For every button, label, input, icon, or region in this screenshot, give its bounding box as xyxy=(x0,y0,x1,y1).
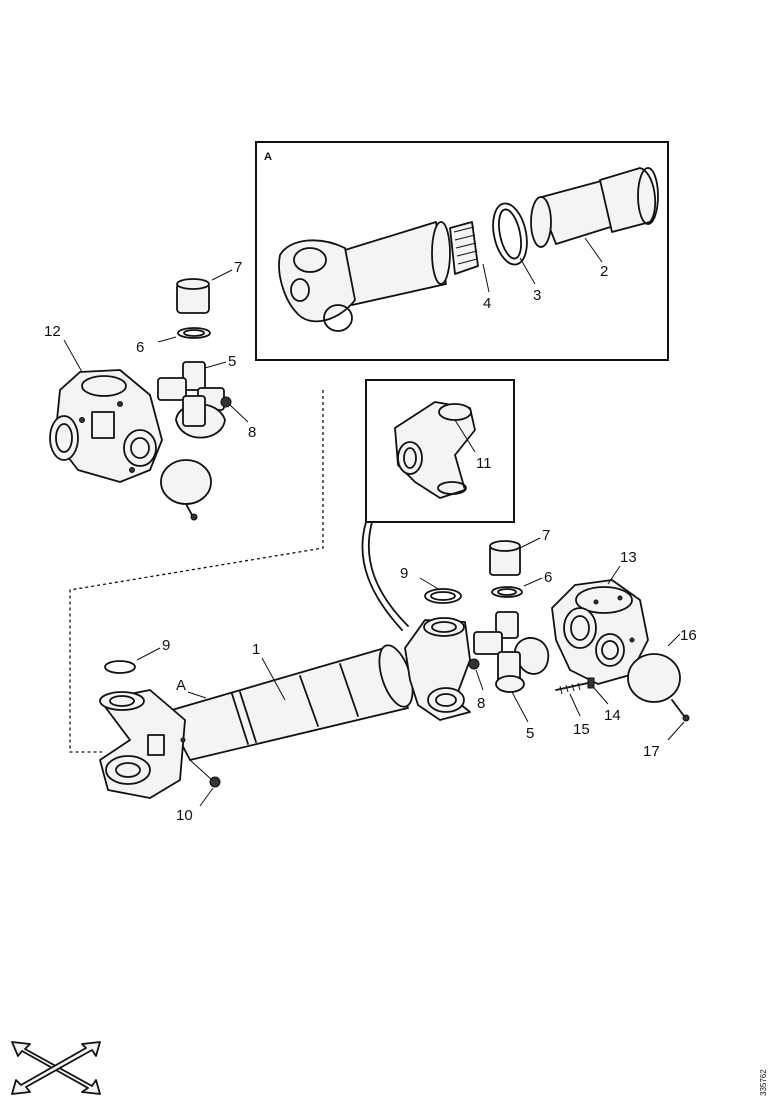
callout-8-bottom: 8 xyxy=(477,695,485,712)
detail-box-label: A xyxy=(264,151,272,163)
universal-joint-spider-right xyxy=(473,611,549,693)
flange-yoke-12 xyxy=(49,369,163,483)
callout-17: 17 xyxy=(643,743,660,760)
callout-16: 16 xyxy=(680,627,697,644)
dashed-boundary xyxy=(69,390,324,753)
sleeve-end xyxy=(637,167,659,225)
washer-14 xyxy=(587,677,595,689)
callout-11: 11 xyxy=(476,455,492,472)
snap-ring-right xyxy=(424,588,462,604)
callout-14: 14 xyxy=(604,707,621,724)
detail-box-a: A 4 3 2 xyxy=(255,141,669,361)
yoke-bore-side xyxy=(290,278,310,302)
tube-yoke-left xyxy=(99,689,186,799)
detail-box-11-frame xyxy=(365,379,515,523)
seal-ring-inner xyxy=(498,208,522,260)
callout-5-top: 5 xyxy=(228,353,236,370)
orientation-arrows-icon xyxy=(11,1041,101,1095)
spline-stub xyxy=(449,221,479,275)
sleeve-end-spline xyxy=(530,196,552,248)
flange-yoke-13 xyxy=(551,579,649,685)
slip-yoke-tube xyxy=(344,221,447,306)
detail-box-frame xyxy=(255,141,669,361)
grease-nipple-top xyxy=(220,396,232,408)
callout-13: 13 xyxy=(620,549,637,566)
main-driveshaft: 1 A 10 9 xyxy=(99,617,471,824)
callout-12: 12 xyxy=(44,323,61,340)
callout-1: 1 xyxy=(252,641,260,658)
bolt-15 xyxy=(555,682,589,691)
bolt-17 xyxy=(682,714,690,722)
grease-nipple-right xyxy=(468,658,480,670)
callout-7-right: 7 xyxy=(542,527,550,544)
callout-2: 2 xyxy=(600,263,608,280)
callout-10: 10 xyxy=(176,807,193,824)
link-line-11 xyxy=(361,521,403,631)
snap-ring-left xyxy=(104,660,136,674)
detail-box-11: 11 xyxy=(365,379,515,523)
callout-6-right: 6 xyxy=(544,569,552,586)
callout-6-top: 6 xyxy=(136,339,144,356)
yoke-bore-top xyxy=(293,247,327,273)
callout-5-bottom: 5 xyxy=(526,725,534,742)
universal-joint-spider-top xyxy=(157,361,226,439)
grease-nipple-10 xyxy=(209,776,221,788)
figure-code: 335762 xyxy=(759,1069,768,1096)
shaft-tube xyxy=(164,647,409,761)
cover-plate-16 xyxy=(627,653,681,703)
cover-plate-top xyxy=(160,459,212,505)
seal-top xyxy=(177,327,211,339)
main-leader-label: A xyxy=(176,677,186,694)
yoke-bore-bottom xyxy=(323,304,353,332)
slip-yoke xyxy=(278,239,356,323)
tube-yoke-right xyxy=(404,617,471,721)
right-assembly: 9 7 6 5 8 xyxy=(400,527,697,760)
callout-15: 15 xyxy=(573,721,590,738)
callout-4: 4 xyxy=(483,295,491,312)
callout-7-top: 7 xyxy=(234,259,242,276)
bolt-top xyxy=(190,513,198,521)
seal-right xyxy=(491,586,523,598)
callout-8-top: 8 xyxy=(248,424,256,441)
upper-left-assembly: 7 6 5 8 xyxy=(44,259,256,521)
callout-9-left: 9 xyxy=(162,637,170,654)
callout-9-right: 9 xyxy=(400,565,408,582)
callout-3: 3 xyxy=(533,287,541,304)
seal-ring xyxy=(492,202,528,266)
tube-end xyxy=(431,221,451,285)
